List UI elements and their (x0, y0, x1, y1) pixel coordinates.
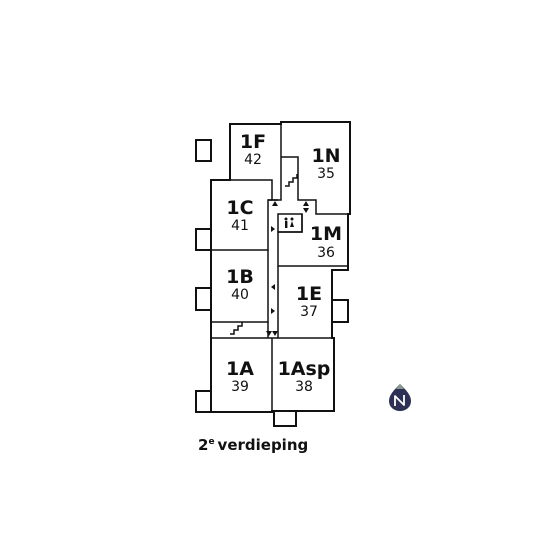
balcony-1e (331, 299, 349, 323)
room-1f-walls (229, 124, 282, 201)
room-label-1a: 1A 39 (226, 358, 254, 395)
room-code: 1C (226, 197, 253, 219)
room-code: 1M (310, 223, 342, 245)
floor-suffix: e (208, 437, 215, 447)
room-label-1n: 1N 35 (311, 145, 340, 182)
balcony-1f (195, 139, 212, 162)
room-label-1e: 1E 37 (296, 283, 322, 320)
room-code: 1A (226, 358, 254, 380)
room-label-1c: 1C 41 (226, 197, 253, 234)
room-number: 36 (317, 245, 335, 261)
room-number: 41 (231, 218, 249, 234)
stairs-icon (285, 174, 298, 187)
room-1b-walls (210, 250, 269, 323)
balcony-1b (195, 287, 212, 311)
stairs-icon (230, 322, 243, 335)
room-number: 42 (244, 152, 262, 168)
room-label-1b: 1B 40 (226, 266, 254, 303)
room-label-1m: 1M 36 (310, 223, 342, 261)
room-number: 37 (300, 304, 318, 320)
balcony-1c (195, 228, 212, 251)
room-1n-walls (281, 156, 350, 215)
balcony-1a (195, 390, 212, 413)
corridor-walls (211, 199, 278, 339)
room-code: 1F (240, 131, 266, 153)
room-1m-walls (277, 214, 348, 267)
arrow-icon (266, 201, 309, 336)
room-code: 1Asp (278, 358, 331, 380)
floor-text: verdieping (217, 436, 309, 454)
room-number: 38 (295, 379, 313, 395)
room-number: 35 (317, 166, 335, 182)
room-code: 1B (226, 266, 254, 288)
floor-number: 2 (198, 436, 209, 454)
room-number: 40 (231, 287, 249, 303)
compass-logo-icon (389, 384, 411, 411)
room-label-1asp: 1Asp 38 (278, 358, 331, 395)
room-label-1f: 1F 42 (240, 131, 266, 168)
room-code: 1N (311, 145, 340, 167)
room-code: 1E (296, 283, 322, 305)
room-number: 39 (231, 379, 249, 395)
toilet-icon (284, 217, 294, 228)
balcony-1asp (273, 410, 297, 427)
